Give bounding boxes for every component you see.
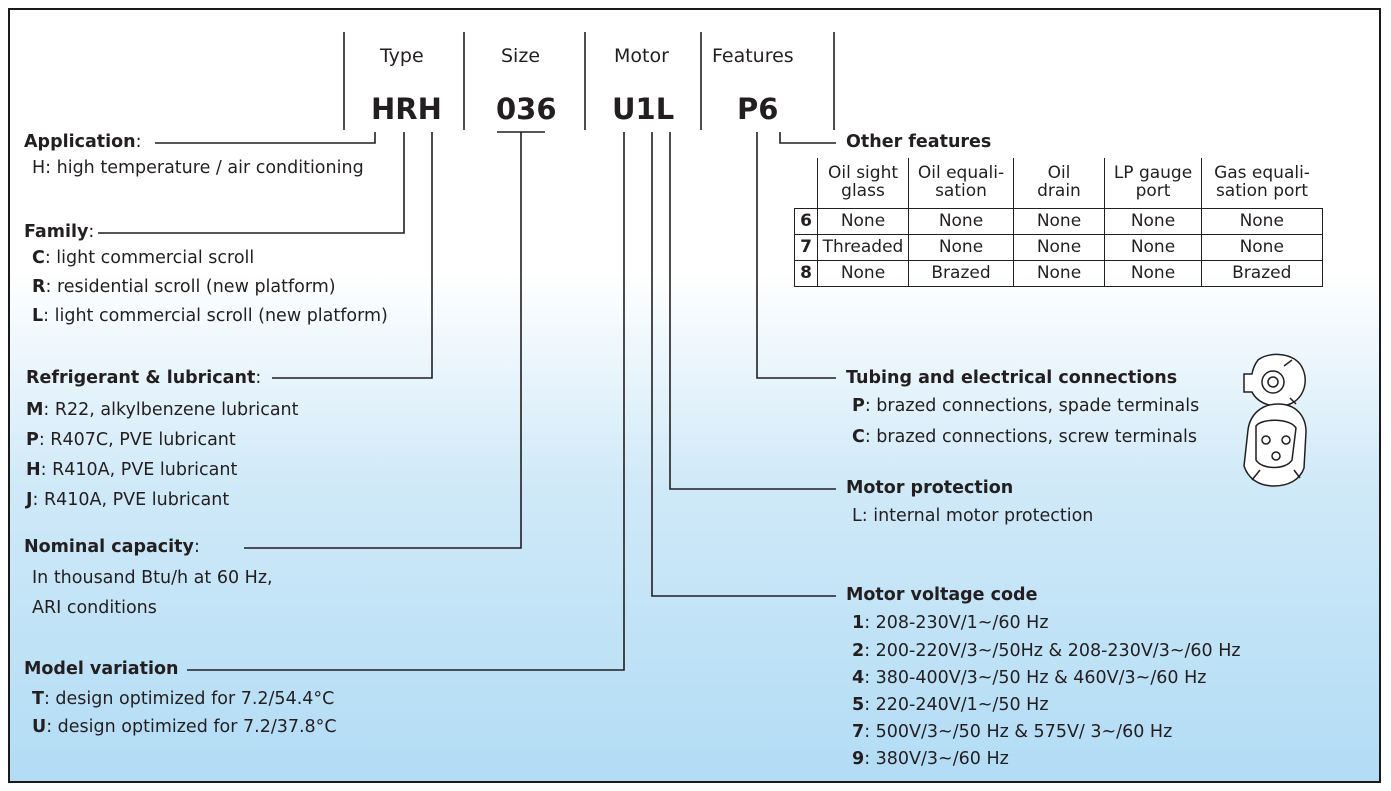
table-row: 8 None Brazed None None Brazed (794, 260, 1323, 287)
table-cell: None (1201, 208, 1323, 235)
row-code: 8 (794, 260, 818, 287)
tubing-line: P: brazed connections, spade terminals (852, 396, 1200, 416)
table-cell: Threaded (817, 234, 909, 261)
table-cell: Brazed (908, 260, 1014, 287)
other-features-title: Other features (846, 132, 992, 152)
table-header-cell: Gas equali-sation port (1201, 158, 1322, 209)
table-cell: None (817, 260, 909, 287)
spade-terminal-icon (1243, 353, 1306, 408)
table-cell: None (1201, 234, 1323, 261)
table-row: 6 None None None None None (794, 208, 1323, 235)
refrigerant-title: Refrigerant & lubricant: (26, 368, 262, 388)
table-row: 7 Threaded None None None None (794, 234, 1323, 261)
family-line: L: light commercial scroll (new platform… (32, 306, 388, 326)
connector-nominal-capacity (244, 132, 522, 549)
connector-tubing (756, 132, 836, 379)
column-header-size: Size (501, 45, 541, 67)
connector-family (98, 132, 405, 234)
code-type: HRH (371, 92, 442, 126)
table-cell: None (1104, 260, 1202, 287)
code-motor: U1L (612, 92, 675, 126)
motor-voltage-line: 4: 380-400V/3~/50 Hz & 460V/3~/60 Hz (852, 668, 1207, 688)
table-cell: None (1013, 260, 1105, 287)
table-cell: None (1104, 208, 1202, 235)
code-features: P6 (737, 92, 779, 126)
column-header-features: Features (712, 45, 794, 67)
refrigerant-line: H: R410A, PVE lubricant (26, 460, 238, 480)
tubing-title: Tubing and electrical connections (846, 368, 1178, 388)
motor-protection-line: L: internal motor protection (852, 506, 1094, 526)
motor-voltage-line: 1: 208-230V/1~/60 Hz (852, 613, 1049, 633)
connector-refrigerant (272, 132, 433, 379)
row-code: 7 (794, 234, 818, 261)
table-cell: None (1104, 234, 1202, 261)
table-cell: None (1013, 234, 1105, 261)
table-cell: None (1013, 208, 1105, 235)
column-header-type: Type (380, 45, 424, 67)
family-line: R: residential scroll (new platform) (32, 277, 336, 297)
family-title: Family: (24, 222, 95, 242)
connector-motor-voltage (651, 132, 836, 597)
family-line: C: light commercial scroll (32, 248, 255, 268)
column-header-motor: Motor (614, 45, 669, 67)
table-cell: Brazed (1201, 260, 1323, 287)
application-line: H: high temperature / air conditioning (32, 158, 364, 178)
diagram-frame (8, 8, 1381, 783)
nominal-capacity-line: ARI conditions (32, 598, 157, 618)
motor-protection-title: Motor protection (846, 478, 1014, 498)
motor-voltage-line: 9: 380V/3~/60 Hz (852, 749, 1009, 769)
model-variation-line: U: design optimized for 7.2/37.8°C (32, 717, 337, 737)
connector-other-features (779, 132, 836, 144)
table-cell: None (908, 208, 1014, 235)
code-size: 036 (496, 92, 557, 126)
nominal-capacity-line: In thousand Btu/h at 60 Hz, (32, 568, 273, 588)
connector-application (155, 132, 376, 144)
table-cell: None (817, 208, 909, 235)
table-corner (794, 158, 818, 209)
application-title: Application: (24, 132, 142, 152)
motor-voltage-line: 2: 200-220V/3~/50Hz & 208-230V/3~/60 Hz (852, 641, 1241, 661)
tubing-line: C: brazed connections, screw terminals (852, 427, 1198, 447)
table-cell: None (908, 234, 1014, 261)
model-variation-title: Model variation (24, 659, 179, 679)
refrigerant-line: J: R410A, PVE lubricant (26, 490, 230, 510)
row-code: 6 (794, 208, 818, 235)
motor-voltage-line: 7: 500V/3~/50 Hz & 575V/ 3~/60 Hz (852, 722, 1173, 742)
model-variation-line: T: design optimized for 7.2/54.4°C (32, 689, 335, 709)
connector-motor-protection (669, 132, 836, 490)
screw-terminal-icon (1243, 403, 1307, 487)
nominal-capacity-title: Nominal capacity: (24, 537, 200, 557)
motor-voltage-title: Motor voltage code (846, 585, 1038, 605)
motor-voltage-line: 5: 220-240V/1~/50 Hz (852, 695, 1049, 715)
refrigerant-line: P: R407C, PVE lubricant (26, 430, 236, 450)
refrigerant-line: M: R22, alkylbenzene lubricant (26, 400, 299, 420)
table-header-cell: Oil equali-sation (908, 158, 1014, 209)
connector-model-variation (187, 132, 625, 671)
